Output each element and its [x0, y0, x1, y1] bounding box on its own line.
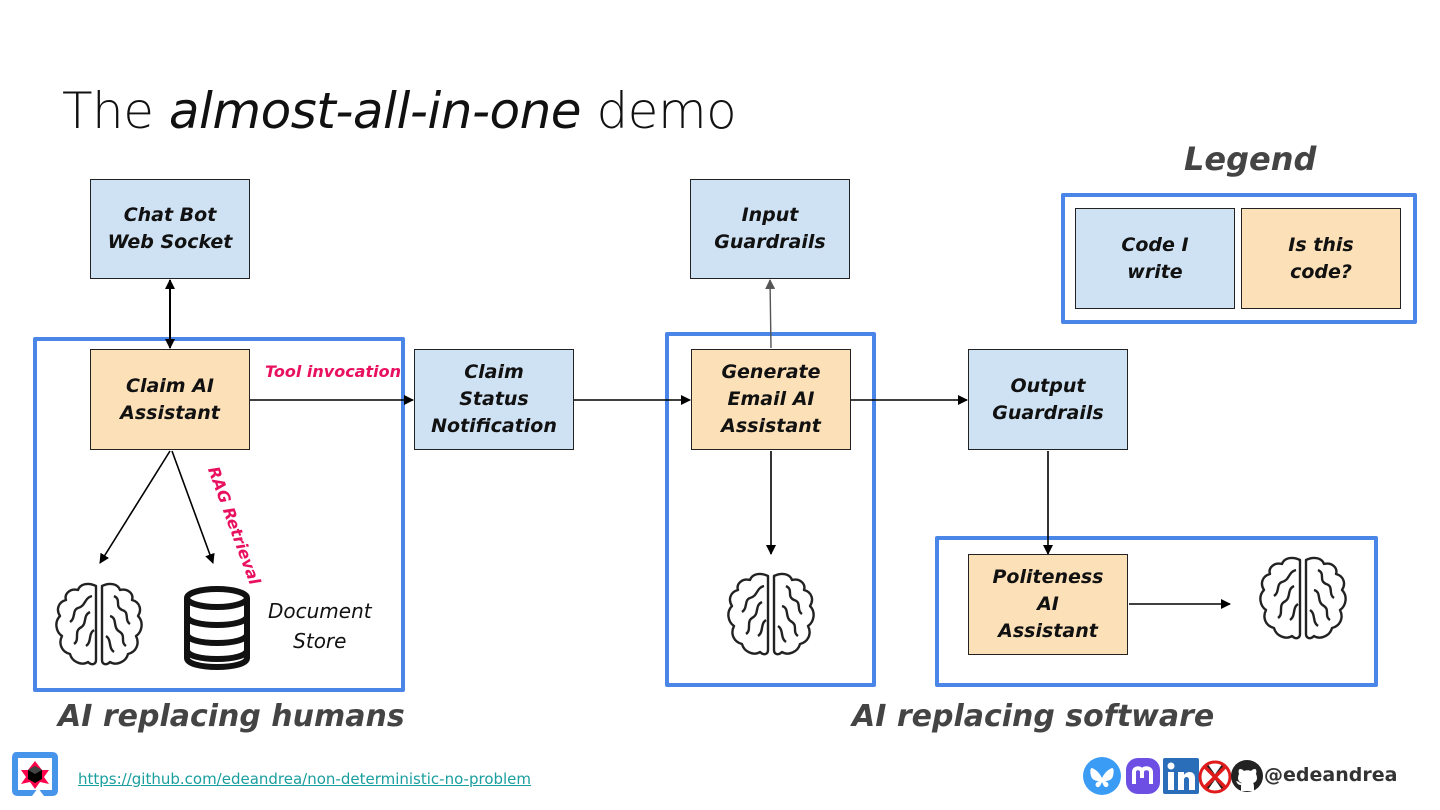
edge-claim-docstore	[171, 450, 215, 564]
node-chat-bot-web-socket: Chat Bot Web Socket	[90, 179, 250, 279]
database-icon	[184, 586, 250, 670]
title-italic: almost-all-in-one	[168, 82, 582, 140]
node-claim-ai-assistant: Claim AI Assistant	[90, 349, 250, 450]
node-output-guardrails: Output Guardrails	[968, 349, 1128, 450]
node-input-guardrails: Input Guardrails	[690, 179, 850, 279]
brain-icon	[727, 572, 815, 656]
section-label-software: AI replacing software	[852, 699, 1215, 734]
edge-email-input-guardrails	[765, 279, 776, 349]
node-politeness-ai-assistant: Politeness AI Assistant	[968, 554, 1128, 655]
brain-icon	[55, 582, 143, 666]
legend-item-my-code: Code I write	[1075, 208, 1235, 309]
repo-link[interactable]: https://github.com/edeandrea/non-determi…	[78, 770, 532, 788]
title-prefix: The	[62, 82, 169, 140]
legend-title: Legend	[1184, 140, 1317, 178]
group-ai-replacing-humans	[33, 337, 405, 692]
title-suffix: demo	[581, 82, 737, 140]
edge-claim-brain	[99, 450, 171, 564]
legend-item-ai-code: Is this code?	[1241, 208, 1401, 309]
label-tool-invocation: Tool invocation	[265, 362, 401, 381]
node-generate-email-ai-assistant: Generate Email AI Assistant	[691, 349, 851, 450]
slide-title: The almost-all-in-one demo	[62, 82, 737, 140]
node-claim-status-notification: Claim Status Notification	[414, 349, 574, 450]
social-handle: @edeandrea	[1264, 764, 1398, 786]
legend-box	[1061, 193, 1417, 324]
section-label-humans: AI replacing humans	[58, 699, 405, 734]
label-document-store: Document Store	[268, 599, 372, 653]
brain-icon	[1259, 556, 1347, 640]
group-politeness	[935, 536, 1378, 687]
